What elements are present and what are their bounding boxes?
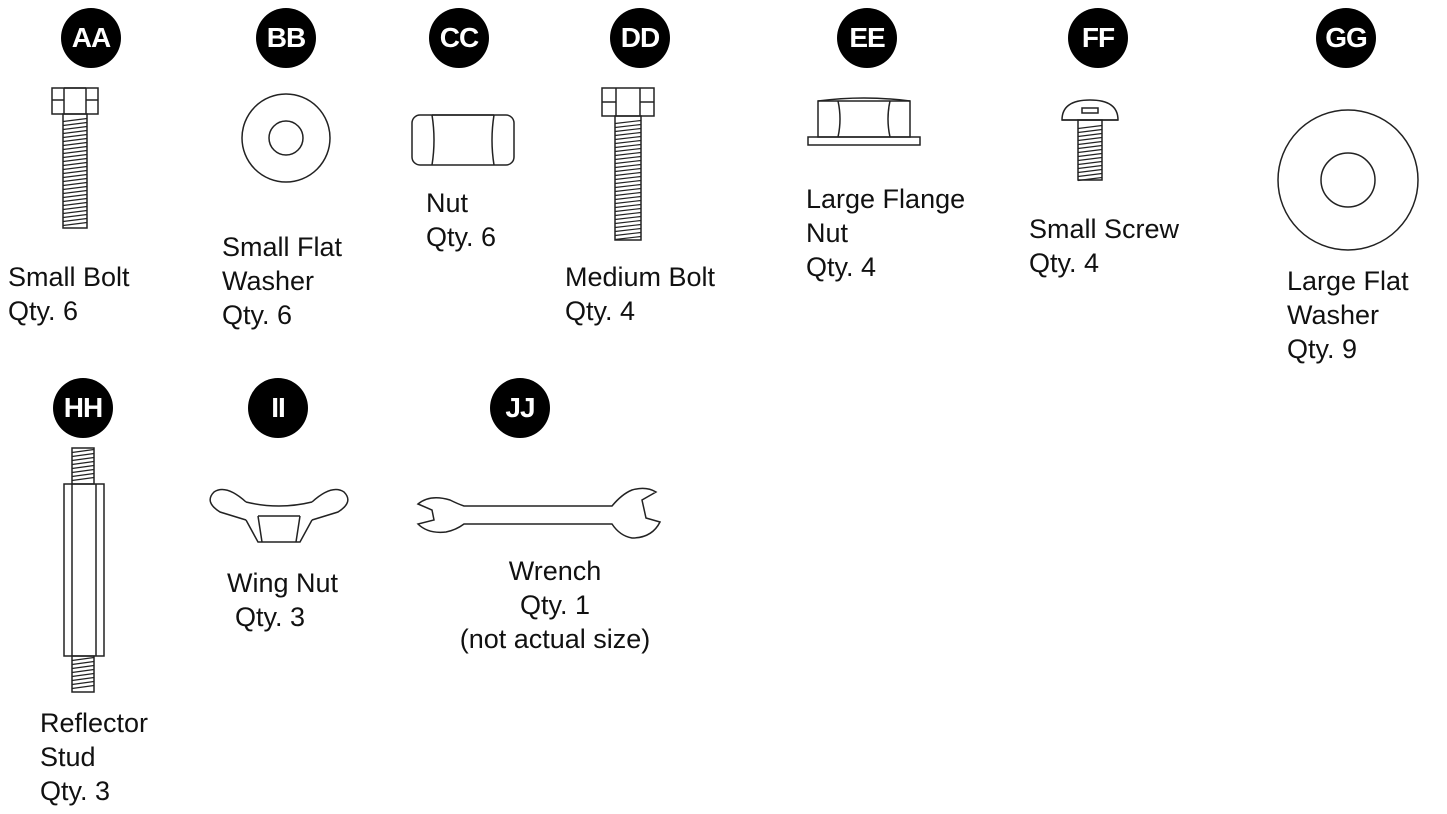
part-badge-cc: CC [429, 8, 489, 68]
part-label-ee: Large Flange Nut Qty. 4 [806, 182, 965, 284]
part-name-aa-line1: Small Bolt [8, 262, 130, 292]
part-qty-ee: Qty. 4 [806, 252, 877, 282]
part-qty-cc: Qty. 6 [426, 222, 497, 252]
part-label-ff: Small Screw Qty. 4 [1029, 212, 1179, 280]
part-name-bb-line2: Washer [222, 266, 315, 296]
part-note-jj: (not actual size) [459, 624, 651, 654]
part-name-ee-line2: Nut [806, 218, 849, 248]
wrench-icon [416, 484, 664, 546]
small-bolt-icon [50, 86, 100, 232]
part-badge-ii: II [248, 378, 308, 438]
part-label-jj: Wrench Qty. 1 (not actual size) [444, 554, 666, 656]
part-qty-hh: Qty. 3 [40, 776, 111, 806]
part-qty-ff: Qty. 4 [1029, 248, 1100, 278]
part-name-hh-line2: Stud [40, 742, 96, 772]
part-qty-ii: Qty. 3 [235, 602, 306, 632]
part-name-dd-line1: Medium Bolt [565, 262, 716, 292]
small-flat-washer-icon [240, 92, 332, 184]
part-name-jj-line1: Wrench [508, 556, 602, 586]
part-qty-jj: Qty. 1 [519, 590, 591, 620]
nut-icon [410, 113, 516, 167]
part-qty-gg: Qty. 9 [1287, 334, 1358, 364]
part-name-ee-line1: Large Flange [806, 184, 966, 214]
part-name-ff-line1: Small Screw [1029, 214, 1180, 244]
part-label-cc: Nut Qty. 6 [426, 186, 496, 254]
part-name-ii-line1: Wing Nut [227, 568, 339, 598]
part-qty-aa: Qty. 6 [8, 296, 79, 326]
part-badge-hh: HH [53, 378, 113, 438]
medium-bolt-icon [600, 86, 656, 244]
reflector-stud-icon [60, 446, 108, 696]
part-qty-dd: Qty. 4 [565, 296, 636, 326]
part-label-ii: Wing Nut Qty. 3 [227, 566, 338, 634]
wing-nut-icon [206, 480, 352, 546]
part-label-aa: Small Bolt Qty. 6 [8, 260, 130, 328]
part-name-cc-line1: Nut [426, 188, 469, 218]
large-flat-washer-icon [1276, 108, 1420, 252]
part-qty-bb: Qty. 6 [222, 300, 293, 330]
part-name-bb-line1: Small Flat [222, 232, 343, 262]
part-badge-dd: DD [610, 8, 670, 68]
small-screw-icon [1058, 98, 1122, 186]
part-badge-ff: FF [1068, 8, 1128, 68]
part-badge-bb: BB [256, 8, 316, 68]
part-badge-gg: GG [1316, 8, 1376, 68]
part-name-gg-line2: Washer [1287, 300, 1380, 330]
part-name-gg-line1: Large Flat [1287, 266, 1409, 296]
part-badge-aa: AA [61, 8, 121, 68]
part-label-bb: Small Flat Washer Qty. 6 [222, 230, 342, 332]
part-badge-ee: EE [837, 8, 897, 68]
part-label-hh: Reflector Stud Qty. 3 [40, 706, 148, 808]
part-label-dd: Medium Bolt Qty. 4 [565, 260, 715, 328]
part-name-hh-line1: Reflector [40, 708, 149, 738]
part-badge-jj: JJ [490, 378, 550, 438]
large-flange-nut-icon [806, 95, 922, 151]
part-label-gg: Large Flat Washer Qty. 9 [1287, 264, 1409, 366]
